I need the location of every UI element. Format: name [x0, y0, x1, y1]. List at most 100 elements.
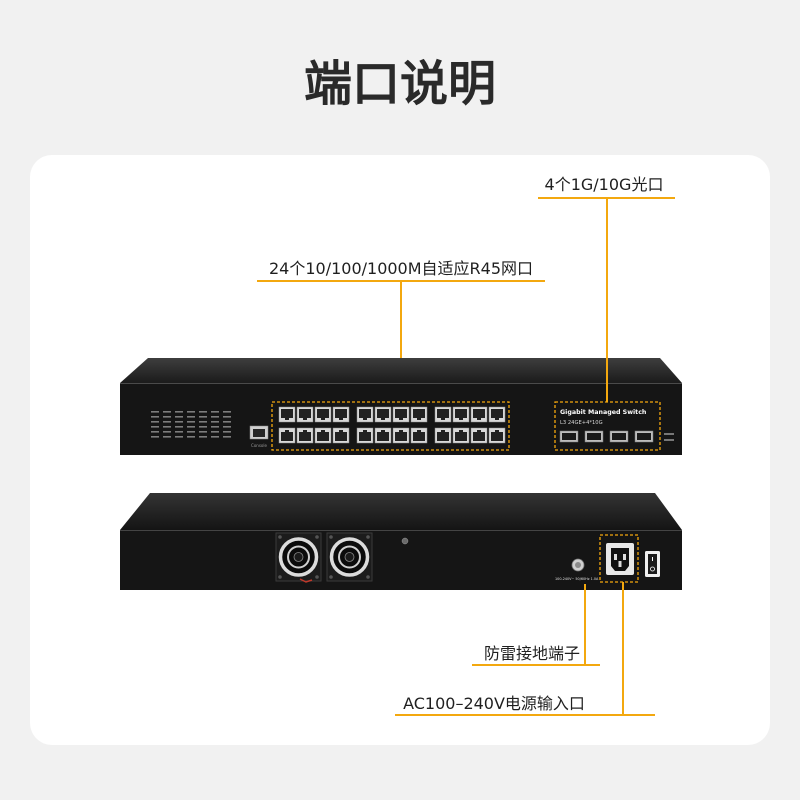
status-led [151, 416, 159, 418]
rj45-port [374, 406, 392, 423]
status-led [211, 426, 219, 428]
power-switch [645, 551, 660, 577]
switch-rear-view: 100-240V~ 50/60Hz 1.0A [120, 493, 682, 590]
rj45-port [314, 427, 332, 444]
power-switch-off-mark [650, 566, 655, 572]
status-led [151, 421, 159, 423]
rj45-port [470, 406, 488, 423]
cooling-fan [326, 532, 373, 582]
status-led [151, 431, 159, 433]
callout-rj45-ports: 24个10/100/1000M自适应R45网口 [257, 259, 545, 358]
rj45-port-clip [459, 418, 463, 420]
sfp-port-opening [637, 433, 651, 440]
rj45-port-opening [281, 432, 293, 441]
callout-power-input: AC100–240V电源输入口 [395, 582, 655, 716]
status-led [199, 421, 207, 423]
rj45-port-opening [281, 409, 293, 418]
fan-screw [329, 535, 333, 539]
status-led [163, 416, 171, 418]
status-led [151, 411, 159, 413]
rj45-port-clip [303, 418, 307, 420]
grounding-bolt-head [575, 562, 581, 568]
switch-top-surface [120, 493, 682, 530]
rj45-port-opening [335, 409, 347, 418]
rj45-port [332, 406, 350, 423]
grounding-terminal [571, 558, 585, 572]
status-led [211, 436, 219, 438]
rj45-port-clip [363, 418, 367, 420]
rj45-port-clip [285, 430, 289, 432]
rj45-callout-box [271, 401, 510, 451]
rj45-port-clip [339, 418, 343, 420]
status-led [223, 416, 231, 418]
status-led [175, 421, 183, 423]
rj45-port-opening [437, 432, 449, 441]
rj45-port [332, 427, 350, 444]
rj45-port-clip [399, 430, 403, 432]
rj45-port-clip [417, 418, 421, 420]
status-led [211, 416, 219, 418]
status-led [199, 411, 207, 413]
status-led [187, 431, 195, 433]
status-led [223, 436, 231, 438]
console-port [249, 425, 269, 440]
power-rating-label: 100-240V~ 50/60Hz 1.0A [555, 577, 599, 581]
status-led [187, 416, 195, 418]
sfp-port-opening [612, 433, 626, 440]
switch-rear-panel [120, 530, 682, 590]
rj45-port-opening [413, 409, 425, 418]
status-led [163, 436, 171, 438]
console-label: Console [251, 443, 267, 448]
rj45-port-opening [377, 432, 389, 441]
status-led-grid [151, 411, 231, 438]
fan-hub [293, 552, 304, 562]
rj45-port-opening [317, 409, 329, 418]
rj45-port-clip [495, 430, 499, 432]
status-led [223, 421, 231, 423]
side-indicator [664, 433, 674, 435]
chassis-screw [401, 537, 409, 545]
status-led [163, 426, 171, 428]
status-led [223, 411, 231, 413]
fan-screw [366, 535, 370, 539]
rj45-port-opening [377, 409, 389, 418]
sfp-port [584, 430, 604, 443]
status-led [211, 431, 219, 433]
rj45-port-opening [395, 432, 407, 441]
power-socket-pin [623, 554, 626, 560]
model-spec: L3 24GE+4*10G [560, 420, 603, 426]
rj45-port [296, 406, 314, 423]
status-led [199, 436, 207, 438]
rj45-port-opening [455, 432, 467, 441]
status-led [187, 411, 195, 413]
status-led [163, 431, 171, 433]
fan-screw [329, 575, 333, 579]
rj45-port [374, 427, 392, 444]
sfp-port-opening [587, 433, 601, 440]
rj45-port-array [278, 406, 506, 444]
status-led [187, 421, 195, 423]
model-name: Gigabit Managed Switch [560, 409, 646, 416]
status-led [175, 416, 183, 418]
rj45-port-opening [491, 409, 503, 418]
callout-label-power: AC100–240V电源输入口 [403, 694, 585, 713]
switch-front-view: Console Gigabit Managed Switch L3 24GE+4… [120, 358, 682, 455]
rj45-port-clip [363, 430, 367, 432]
side-indicator [664, 439, 674, 441]
rj45-port-clip [381, 430, 385, 432]
rj45-port [296, 427, 314, 444]
rj45-port-clip [321, 430, 325, 432]
rj45-port-clip [381, 418, 385, 420]
status-led [175, 426, 183, 428]
fan-hub [344, 552, 355, 562]
rj45-port-clip [417, 430, 421, 432]
rj45-port-clip [441, 430, 445, 432]
power-socket-cavity [611, 548, 629, 571]
side-indicator-group [664, 433, 674, 441]
rj45-port-clip [303, 430, 307, 432]
rj45-port-opening [299, 432, 311, 441]
status-led [187, 436, 195, 438]
rj45-port-clip [459, 430, 463, 432]
console-port-opening [253, 429, 265, 437]
